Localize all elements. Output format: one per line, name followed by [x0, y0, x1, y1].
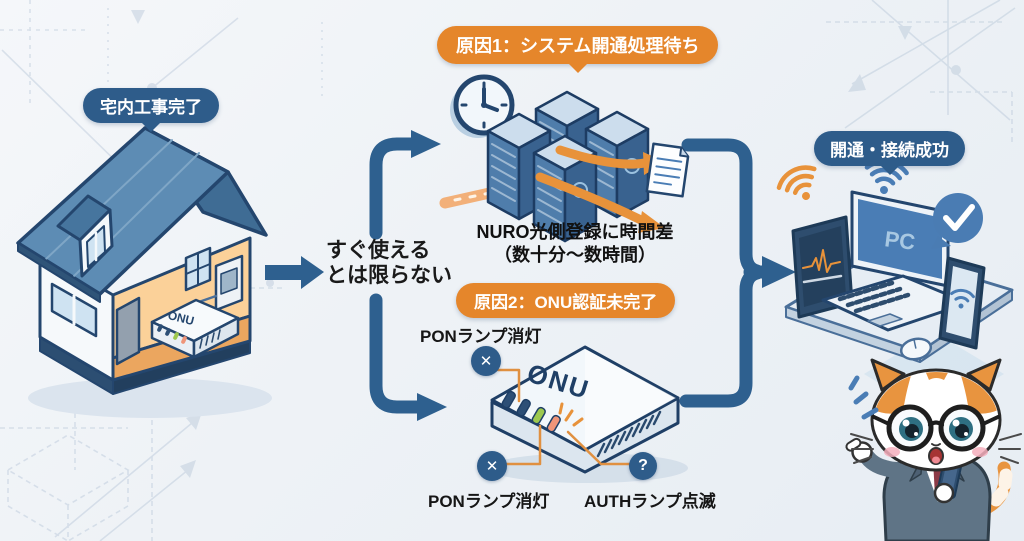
monitor-screen	[858, 199, 942, 279]
onu-illustration: ONU	[488, 345, 688, 483]
dormer-window	[56, 194, 114, 278]
house-step-label: 宅内工事完了	[100, 98, 202, 117]
smartphone	[938, 256, 986, 350]
server-caption-line1: NURO光側登録に時間差	[476, 222, 674, 242]
server-caption: NURO光側登録に時間差 （数十分～数時間）	[445, 221, 705, 267]
cat-nose	[931, 443, 941, 447]
pon-lamp-label-top: PONランプ消灯	[420, 327, 542, 346]
flow-note-line1: すぐ使える	[326, 239, 431, 262]
branch-arrow-top	[369, 137, 420, 240]
house-shadow	[28, 378, 272, 418]
cat-arm	[860, 450, 904, 478]
flow-note: すぐ使える とは限らない	[326, 238, 452, 288]
pc-screen-label: PC	[883, 226, 916, 255]
devices-illustration: PC	[776, 159, 1014, 363]
lamp-connectors	[496, 368, 631, 466]
house-step-badge: 宅内工事完了	[83, 88, 219, 123]
cat-paw-pointing	[845, 437, 873, 463]
auth-lamp-label: AUTHランプ点滅	[584, 492, 716, 511]
check-badge	[931, 193, 983, 249]
flow-arrows	[265, 130, 796, 421]
wifi-icon-phone	[950, 288, 975, 309]
blink-spark-icon	[558, 402, 584, 427]
pon-lamp-label-bottom: PONランプ消灯	[428, 492, 550, 511]
server-caption-line2: （数十分～数時間）	[494, 245, 656, 265]
onu-lamps	[501, 390, 561, 433]
emphasis-marks	[848, 375, 879, 420]
question-icon: ?	[629, 452, 657, 480]
branch-arrow-bottom	[369, 293, 426, 414]
cross-icon: ✕	[477, 451, 507, 481]
mouse	[899, 337, 933, 361]
document-icon	[645, 142, 690, 198]
merge-arrow-bottom	[679, 266, 764, 408]
check-icon	[943, 204, 975, 231]
cause1-label: 原因1：システム開通処理待ち	[456, 36, 700, 56]
success-label: 開通・接続成功	[830, 141, 949, 160]
clock-icon	[450, 74, 515, 138]
house-illustration: ONU	[16, 126, 272, 418]
arrow-house-to-note	[265, 256, 324, 289]
cross-icon: ✕	[471, 346, 501, 376]
roof-eave	[17, 242, 101, 303]
laptop-keyboard	[821, 274, 970, 332]
cause1-badge: 原因1：システム開通処理待ち	[437, 26, 719, 64]
server-illustration	[439, 74, 690, 243]
onu-vents	[596, 410, 662, 458]
cat-paw-right	[933, 482, 955, 504]
house-onu-device: ONU	[150, 298, 240, 359]
wifi-icon-orange	[776, 165, 817, 200]
cause2-label: 原因2：ONU認証未完了	[474, 293, 658, 312]
house-door	[115, 296, 141, 366]
cat-eyes	[899, 417, 973, 441]
flow-note-line2: とは限らない	[326, 264, 452, 287]
cause2-badge: 原因2：ONU認証未完了	[456, 283, 676, 318]
waveform	[802, 249, 841, 273]
cat-mascot	[845, 358, 1022, 541]
house-onu-label: ONU	[166, 308, 195, 328]
success-badge: 開通・接続成功	[814, 131, 965, 166]
cat-whiskers	[850, 433, 1022, 464]
